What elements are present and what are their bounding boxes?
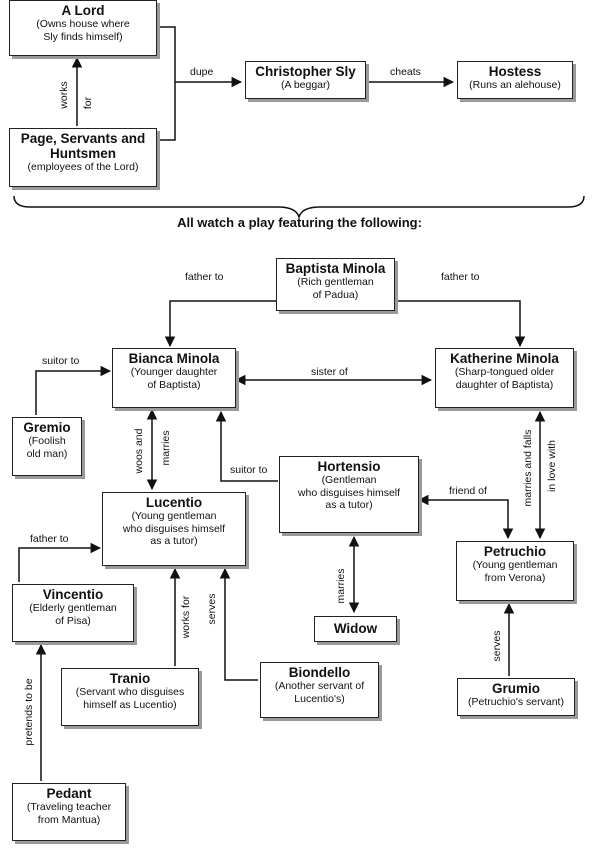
node-vincentio: Vincentio (Elderly gentleman of Pisa) (12, 584, 134, 642)
label-marries-and-falls: marries and falls (522, 429, 534, 507)
label-sister-of: sister of (311, 366, 348, 378)
node-name: Baptista Minola (285, 261, 386, 276)
node-name: Vincentio (42, 587, 104, 602)
node-katherine-minola: Katherine Minola (Sharp-tongued older da… (435, 348, 574, 408)
node-lord: A Lord (Owns house where Sly finds himse… (9, 0, 157, 56)
brace (13, 195, 585, 220)
node-name: Christopher Sly (255, 64, 356, 79)
label-serves-grumio: serves (491, 630, 503, 662)
node-christopher-sly: Christopher Sly (A beggar) (245, 61, 366, 99)
node-desc: (Owns house where Sly finds himself) (36, 18, 130, 43)
label-works: works (58, 81, 70, 109)
node-name: Lucentio (145, 495, 203, 510)
label-friend-of: friend of (449, 485, 487, 497)
father-to-bianca-line (164, 300, 276, 348)
node-desc: (Traveling teacher from Mantua) (26, 801, 112, 826)
node-desc: (Petruchio's servant) (468, 696, 564, 708)
node-desc: (Rich gentleman of Padua) (297, 276, 374, 301)
node-petruchio: Petruchio (Young gentleman from Verona) (456, 541, 574, 601)
node-desc: (Foolish old man) (26, 435, 68, 460)
node-name: Katherine Minola (450, 351, 559, 366)
node-name: Page, Servants and Huntsmen (20, 131, 146, 161)
biondello-serves-line (219, 567, 258, 681)
label-dupe: dupe (190, 66, 214, 78)
vincentio-father-line (18, 542, 102, 582)
label-works-for-tranio: works for (180, 595, 192, 639)
label-gremio-suitor-to: suitor to (42, 355, 80, 367)
node-bianca-minola: Bianca Minola (Younger daughter of Bapti… (112, 348, 236, 408)
father-to-katherine-line (395, 300, 526, 348)
node-page-servants-huntsmen: Page, Servants and Huntsmen (employees o… (9, 128, 157, 187)
node-desc: (Servant who disguises himself as Lucent… (75, 686, 185, 711)
node-desc: (A beggar) (280, 79, 331, 91)
node-desc: (Young gentleman from Verona) (472, 559, 558, 584)
label-father-to-bianca: father to (185, 271, 224, 283)
node-grumio: Grumio (Petruchio's servant) (457, 678, 575, 716)
node-name: Bianca Minola (128, 351, 220, 366)
label-woos-and: woos and (133, 428, 145, 474)
node-desc: (Younger daughter of Baptista) (130, 366, 218, 391)
node-tranio: Tranio (Servant who disguises himself as… (61, 668, 199, 726)
node-name: Grumio (491, 681, 540, 696)
node-name: Hortensio (317, 459, 381, 474)
label-cheats: cheats (390, 66, 421, 78)
dupe-connector (157, 26, 241, 141)
node-desc: (Sharp-tongued older daughter of Baptist… (454, 366, 555, 391)
node-biondello: Biondello (Another servant of Lucentio's… (260, 662, 379, 718)
banner-text: All watch a play featuring the following… (177, 215, 422, 230)
node-desc: (employees of the Lord) (27, 161, 139, 173)
label-in-love-with: in love with (546, 440, 558, 492)
node-name: Biondello (288, 665, 351, 680)
node-hostess: Hostess (Runs an alehouse) (457, 61, 573, 99)
hortensio-suitor-line (215, 410, 278, 482)
node-desc: (Runs an alehouse) (469, 79, 561, 91)
node-desc: (Young gentleman who disguises himself a… (122, 510, 226, 547)
friend-of-line (417, 494, 514, 540)
label-hortensio-suitor-to: suitor to (230, 464, 268, 476)
node-widow: Widow (314, 616, 397, 642)
node-baptista-minola: Baptista Minola (Rich gentleman of Padua… (276, 258, 395, 311)
node-lucentio: Lucentio (Young gentleman who disguises … (102, 492, 246, 566)
node-hortensio: Hortensio (Gentleman who disguises himse… (279, 456, 419, 533)
node-pedant: Pedant (Traveling teacher from Mantua) (12, 783, 126, 841)
node-gremio: Gremio (Foolish old man) (12, 417, 82, 476)
node-name: Pedant (46, 786, 92, 801)
node-desc: (Gentleman who disguises himself as a tu… (297, 474, 401, 511)
label-serves-biondello: serves (206, 593, 218, 625)
node-name: Tranio (109, 671, 151, 686)
label-pretends-to-be: pretends to be (23, 678, 35, 746)
node-desc: (Another servant of Lucentio's) (274, 680, 365, 705)
node-name: A Lord (61, 3, 105, 18)
node-name: Petruchio (483, 544, 547, 559)
label-marries-widow: marries (335, 568, 347, 604)
node-name: Widow (333, 621, 378, 636)
node-name: Gremio (23, 420, 71, 435)
node-name: Hostess (488, 64, 542, 79)
label-for: for (82, 96, 94, 110)
label-marries-lucentio: marries (160, 430, 172, 466)
label-father-to-katherine: father to (441, 271, 480, 283)
gremio-suitor-line (35, 365, 112, 415)
label-vincentio-father-to: father to (30, 533, 69, 545)
node-desc: (Elderly gentleman of Pisa) (29, 602, 117, 627)
